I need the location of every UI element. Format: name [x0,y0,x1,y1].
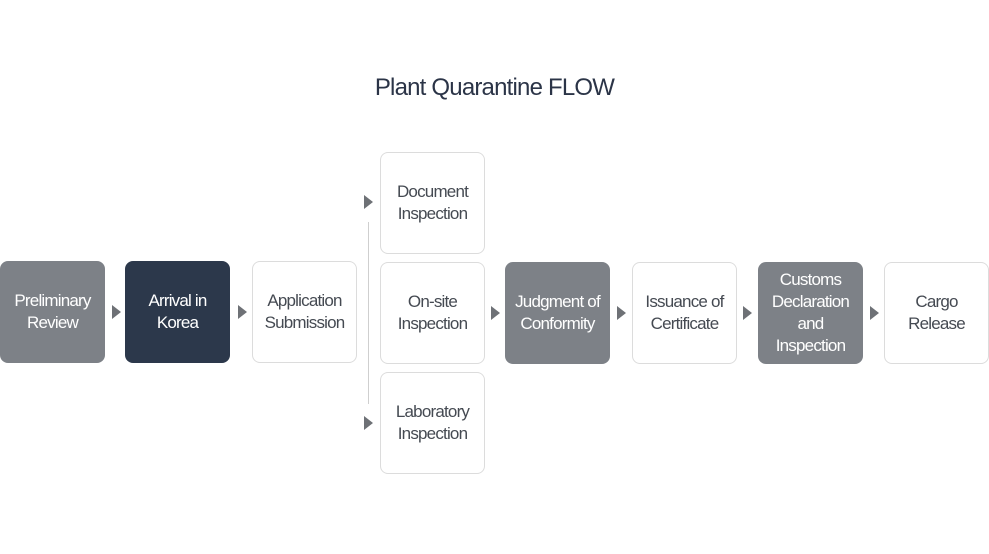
arrow-icon [112,305,121,319]
arrow-icon [491,306,500,320]
arrow-icon [238,305,247,319]
arrow-icon [870,306,879,320]
step-laboratory-inspection: Laboratory Inspection [380,372,485,474]
step-application-submission: Application Submission [252,261,357,363]
branch-connector-line [368,222,369,404]
step-arrival-in-korea: Arrival in Korea [125,261,230,363]
diagram-title: Plant Quarantine FLOW [374,74,615,101]
step-cargo-release: Cargo Release [884,262,989,364]
step-customs-declaration-and-inspection: Customs Declaration and Inspection [758,262,863,364]
arrow-icon [364,416,373,430]
step-document-inspection: Document Inspection [380,152,485,254]
arrow-icon [364,195,373,209]
step-preliminary-review: Preliminary Review [0,261,105,363]
arrow-icon [743,306,752,320]
step-issuance-of-certificate: Issuance of Certificate [632,262,737,364]
step-judgment-of-conformity: Judgment of Conformity [505,262,610,364]
arrow-icon [617,306,626,320]
step-onsite-inspection: On-site Inspection [380,262,485,364]
